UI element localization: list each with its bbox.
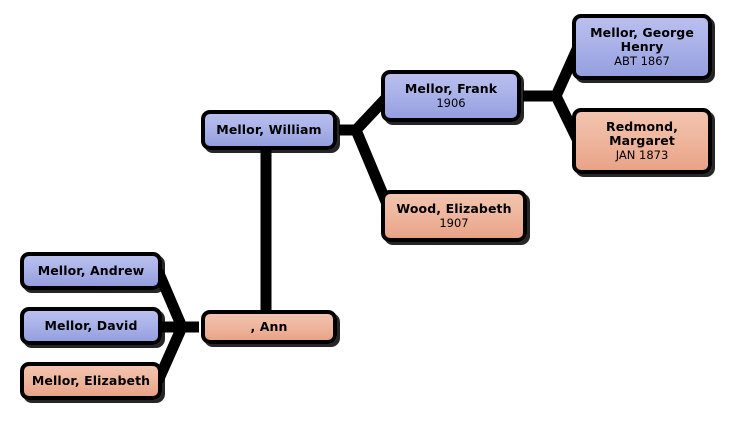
connector-william-to-wood (339, 124, 398, 219)
person-name: Mellor, Andrew (37, 263, 145, 278)
person-name: Mellor, Frank (404, 81, 498, 97)
connector-frank-to-redmond (523, 90, 583, 144)
person-node-mellor-andrew[interactable]: Mellor, Andrew (20, 252, 162, 290)
person-node-mellor-william[interactable]: Mellor, William (201, 110, 337, 150)
person-name: Mellor, William (216, 122, 322, 137)
person-date: 1906 (436, 96, 466, 111)
person-node-mellor-elizabeth[interactable]: Mellor, Elizabeth (20, 362, 162, 400)
connector-ann-to-elizabeth (152, 321, 199, 384)
person-name: Wood, Elizabeth (396, 201, 512, 217)
person-date: 1907 (439, 216, 469, 231)
person-node-mellor-david[interactable]: Mellor, David (20, 307, 162, 345)
person-name: Mellor, Elizabeth (31, 373, 151, 388)
connector-frank-to-george (523, 44, 584, 102)
person-name: Redmond, Margaret (605, 119, 679, 149)
person-date: ABT 1867 (614, 54, 670, 69)
person-name: Mellor, David (44, 318, 138, 333)
person-date: JAN 1873 (615, 148, 669, 163)
person-name: , Ann (250, 319, 288, 334)
person-node-ann[interactable]: , Ann (201, 310, 337, 344)
connector-ann-to-andrew (152, 268, 199, 333)
person-name: Mellor, George Henry (590, 25, 694, 55)
